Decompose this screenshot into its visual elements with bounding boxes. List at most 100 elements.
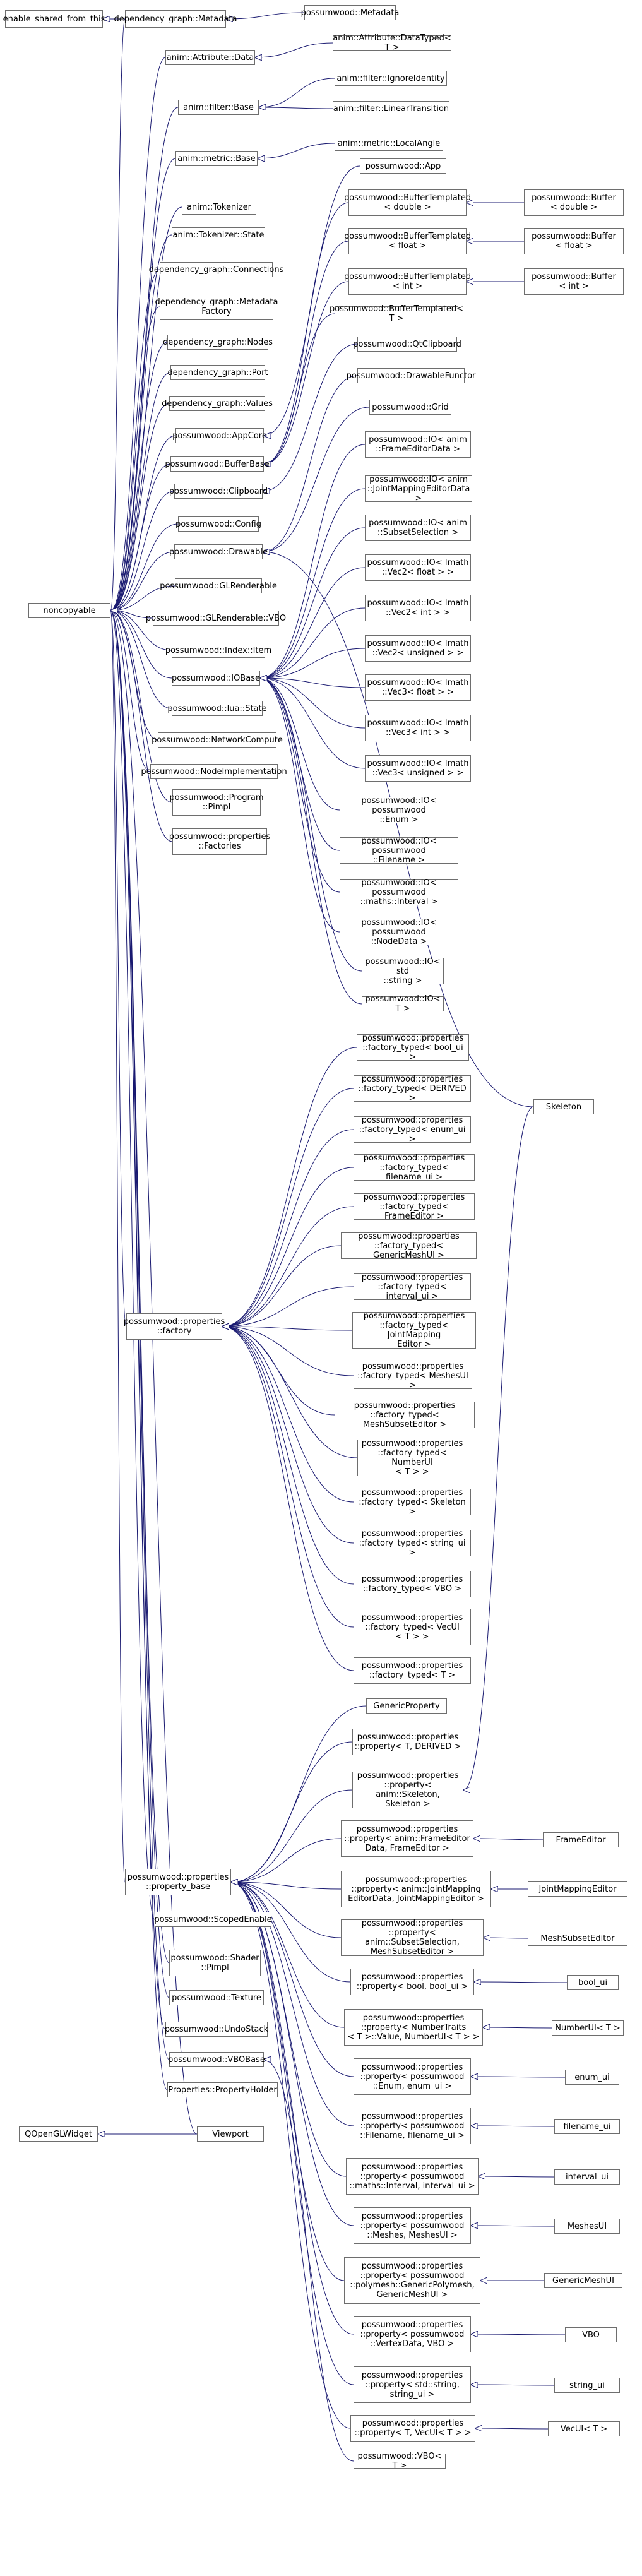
class-node-io_v3i[interactable]: possumwood::IO< Imath ::Vec3< int > > [365, 715, 471, 741]
class-node-io_v2u[interactable]: possumwood::IO< Imath ::Vec2< unsigned >… [365, 635, 471, 662]
class-node-p_mesh[interactable]: possumwood::properties ::property< possu… [354, 2207, 471, 2244]
class-node-ft_vbo[interactable]: possumwood::properties ::factory_typed< … [354, 1571, 471, 1597]
class-node-ft_fn[interactable]: possumwood::properties ::factory_typed< … [354, 1154, 475, 1182]
class-node-genprop[interactable]: GenericProperty [366, 1698, 447, 1714]
class-node-aad[interactable]: anim::Attribute::Data [165, 50, 255, 65]
class-node-factory[interactable]: possumwood::properties ::factory [124, 1313, 225, 1340]
class-node-aml[interactable]: anim::metric::LocalAngle [335, 136, 443, 151]
class-node-propfacts[interactable]: possumwood::properties ::Factories [169, 828, 270, 855]
class-node-amb[interactable]: anim::metric::Base [175, 151, 258, 166]
class-node-progpimpl[interactable]: possumwood::Program ::Pimpl [169, 789, 264, 816]
class-node-bd[interactable]: possumwood::Buffer < double > [524, 189, 624, 216]
class-node-pwapp[interactable]: possumwood::App [360, 158, 446, 174]
class-node-io_int[interactable]: possumwood::IO< possumwood ::maths::Inte… [340, 878, 458, 907]
class-node-p_jme[interactable]: possumwood::properties ::property< anim:… [341, 1871, 491, 1907]
class-node-undo[interactable]: possumwood::UndoStack [165, 2022, 268, 2037]
class-node-ft_bool[interactable]: possumwood::properties ::factory_typed< … [357, 1034, 469, 1062]
class-node-p_str[interactable]: possumwood::properties ::property< std::… [354, 2366, 471, 2403]
class-node-io_nd[interactable]: possumwood::IO< possumwood ::NodeData > [340, 918, 458, 946]
class-node-appcore[interactable]: possumwood::AppCore [172, 428, 267, 443]
class-node-p_vec[interactable]: possumwood::properties ::property< T, Ve… [350, 2415, 475, 2442]
class-node-io_jmed[interactable]: possumwood::IO< anim ::JointMappingEdito… [365, 475, 472, 503]
class-node-esft[interactable]: enable_shared_from_this [3, 10, 105, 28]
class-node-io_v2f[interactable]: possumwood::IO< Imath ::Vec2< float > > [365, 554, 471, 581]
class-node-iobase[interactable]: possumwood::IOBase [172, 671, 260, 686]
class-node-fnui[interactable]: filename_ui [554, 2119, 620, 2134]
class-node-p_tder[interactable]: possumwood::properties ::property< T, DE… [352, 1729, 463, 1755]
class-node-afl[interactable]: anim::filter::LinearTransition [333, 101, 449, 116]
class-node-p_enum[interactable]: possumwood::properties ::property< possu… [354, 2058, 471, 2095]
class-node-intui[interactable]: interval_ui [554, 2169, 620, 2185]
class-node-io_v3u[interactable]: possumwood::IO< Imath ::Vec3< unsigned >… [365, 755, 471, 782]
class-node-p_int[interactable]: possumwood::properties ::property< possu… [346, 2158, 479, 2195]
class-node-io_v3f[interactable]: possumwood::IO< Imath ::Vec3< float > > [365, 674, 471, 701]
class-node-p_gm[interactable]: possumwood::properties ::property< possu… [344, 2257, 480, 2304]
class-node-ft_int[interactable]: possumwood::properties ::factory_typed< … [354, 1273, 471, 1301]
class-node-ft_enum[interactable]: possumwood::properties ::factory_typed< … [354, 1116, 471, 1144]
class-node-shpimpl[interactable]: possumwood::Shader ::Pimpl [169, 1950, 261, 1976]
class-node-qtclip[interactable]: possumwood::QtClipboard [353, 337, 461, 352]
class-node-glrend[interactable]: possumwood::GLRenderable [160, 578, 277, 593]
class-node-scoped[interactable]: possumwood::ScopedEnable [154, 1912, 272, 1927]
class-node-grid[interactable]: possumwood::Grid [369, 400, 451, 415]
class-node-dgmeta[interactable]: dependency_graph::Metadata [114, 10, 237, 28]
class-node-btt[interactable]: possumwood::BufferTemplated< T > [329, 304, 464, 323]
class-node-boolui[interactable]: bool_ui [567, 1975, 619, 1990]
class-node-ft_mse[interactable]: possumwood::properties ::factory_typed< … [335, 1401, 475, 1429]
class-node-frameeditor[interactable]: FrameEditor [543, 1832, 619, 1847]
class-node-glvbo[interactable]: possumwood::GLRenderable::VBO [146, 611, 286, 626]
class-node-skeleton[interactable]: Skeleton [533, 1099, 594, 1114]
class-node-propholder[interactable]: Properties::PropertyHolder [167, 2082, 278, 2097]
class-node-p_vbo[interactable]: possumwood::properties ::property< possu… [354, 2316, 471, 2352]
class-node-io_ss[interactable]: possumwood::IO< anim ::SubsetSelection > [365, 515, 471, 541]
class-node-p_num[interactable]: possumwood::properties ::property< Numbe… [344, 2009, 483, 2046]
class-node-io_str[interactable]: possumwood::IO< std ::string > [362, 957, 444, 986]
class-node-dgmf[interactable]: dependency_graph::Metadata Factory [155, 294, 278, 320]
class-node-nodeimpl[interactable]: possumwood::NodeImplementation [141, 764, 287, 779]
class-node-io_t[interactable]: possumwood::IO< T > [362, 994, 444, 1013]
class-node-drawfn[interactable]: possumwood::DrawableFunctor [347, 368, 475, 383]
class-node-ft_gm[interactable]: possumwood::properties ::factory_typed< … [341, 1232, 477, 1260]
class-node-vbot[interactable]: possumwood::VBO< T > [354, 2452, 446, 2471]
class-node-ft_str[interactable]: possumwood::properties ::factory_typed< … [354, 1529, 471, 1558]
class-node-pwmeta[interactable]: possumwood::Metadata [301, 5, 399, 20]
class-node-qglw[interactable]: QOpenGLWidget [19, 2126, 98, 2142]
class-node-ft_jme[interactable]: possumwood::properties ::factory_typed< … [352, 1311, 476, 1349]
class-node-afi[interactable]: anim::filter::IgnoreIdentity [335, 71, 447, 86]
class-node-dgnodes[interactable]: dependency_graph::Nodes [163, 335, 273, 350]
class-node-dgvals[interactable]: dependency_graph::Values [162, 396, 273, 411]
class-node-numui[interactable]: NumberUI< T > [552, 2020, 624, 2036]
class-node-config[interactable]: possumwood::Config [175, 516, 261, 532]
class-node-afb[interactable]: anim::filter::Base [178, 100, 259, 115]
class-node-p_skel[interactable]: possumwood::properties ::property< anim:… [352, 1771, 463, 1809]
class-node-bi[interactable]: possumwood::Buffer < int > [524, 268, 624, 295]
class-node-tok[interactable]: anim::Tokenizer [182, 200, 256, 215]
class-node-idxitem[interactable]: possumwood::Index::Item [165, 643, 271, 658]
class-node-mse[interactable]: MeshSubsetEditor [528, 1931, 627, 1946]
class-node-p_mse[interactable]: possumwood::properties ::property< anim:… [341, 1919, 484, 1957]
class-node-bufbase[interactable]: possumwood::BufferBase [165, 456, 270, 472]
class-node-vecui[interactable]: VecUI< T > [548, 2421, 620, 2436]
class-node-vbobase[interactable]: possumwood::VBOBase [168, 2052, 265, 2067]
class-node-io_fed[interactable]: possumwood::IO< anim ::FrameEditorData > [365, 431, 471, 458]
class-node-viewport[interactable]: Viewport [197, 2126, 264, 2142]
class-node-io_enum[interactable]: possumwood::IO< possumwood ::Enum > [340, 796, 458, 825]
class-node-ft_num[interactable]: possumwood::properties ::factory_typed< … [357, 1439, 467, 1477]
class-node-io_fn[interactable]: possumwood::IO< possumwood ::Filename > [340, 837, 458, 865]
class-node-ft_t[interactable]: possumwood::properties ::factory_typed< … [354, 1657, 471, 1684]
class-node-meshui[interactable]: MeshesUI [554, 2219, 620, 2234]
class-node-ft_der[interactable]: possumwood::properties ::factory_typed< … [354, 1075, 471, 1103]
class-node-clip[interactable]: possumwood::Clipboard [169, 484, 268, 499]
class-node-p_fn[interactable]: possumwood::properties ::property< possu… [354, 2108, 471, 2144]
class-node-vboui[interactable]: VBO [565, 2327, 617, 2342]
class-node-ft_fe[interactable]: possumwood::properties ::factory_typed< … [354, 1193, 475, 1221]
class-node-strui[interactable]: string_ui [554, 2378, 620, 2393]
class-node-p_fe[interactable]: possumwood::properties ::property< anim:… [341, 1820, 473, 1857]
class-node-aadt[interactable]: anim::Attribute::DataTyped< T > [333, 33, 451, 52]
class-node-propbase[interactable]: possumwood::properties ::property_base [125, 1869, 231, 1895]
class-node-bf[interactable]: possumwood::Buffer < float > [524, 228, 624, 254]
class-node-dgport[interactable]: dependency_graph::Port [167, 365, 268, 380]
class-node-drawable[interactable]: possumwood::Drawable [169, 544, 268, 559]
class-node-toks[interactable]: anim::Tokenizer::State [172, 227, 265, 242]
class-node-ft_vec[interactable]: possumwood::properties ::factory_typed< … [354, 1609, 471, 1645]
